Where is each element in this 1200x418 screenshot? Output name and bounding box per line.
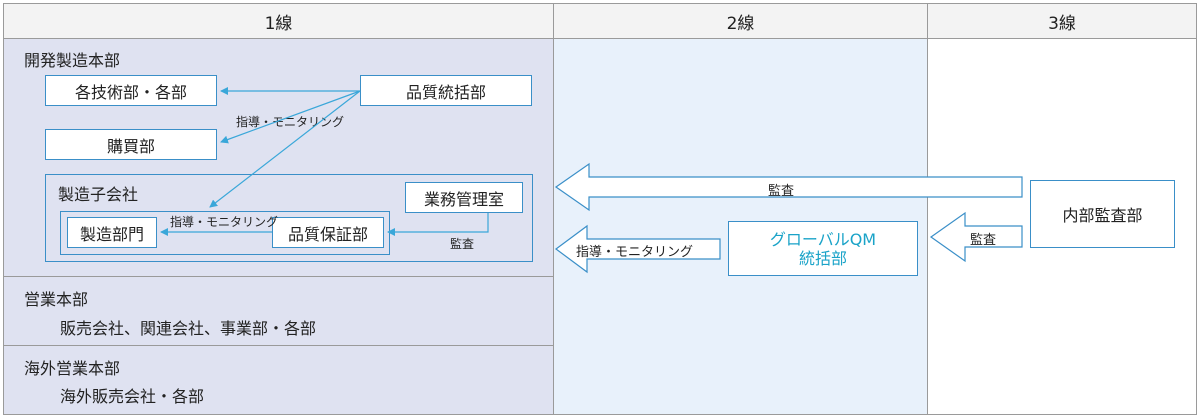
overseas-title: 海外営業本部 xyxy=(24,359,121,378)
audit-label-line3: 監査 xyxy=(970,233,997,248)
overseas-section xyxy=(3,345,554,415)
guide-arrow-qm-to-line1 xyxy=(554,224,721,274)
quality-dept-box: 品質統括部 xyxy=(360,75,532,106)
subsidiary-title: 製造子会社 xyxy=(58,185,139,204)
guide-label-line2: 指導・モニタリング xyxy=(576,245,694,260)
guide-label-sub: 指導・モニタリング xyxy=(170,215,279,229)
header-line1: 1線 xyxy=(3,3,554,39)
subsidiary-group xyxy=(45,174,533,262)
qa-dept-box: 品質保証部 xyxy=(272,217,384,248)
sales-text: 販売会社、関連会社、事業部・各部 xyxy=(60,319,317,338)
purchase-dept-box: 購買部 xyxy=(45,129,217,160)
manufacturing-box: 製造部門 xyxy=(67,217,157,248)
business-office-box: 業務管理室 xyxy=(405,182,523,213)
arrow-quality-to-subsidiary xyxy=(209,90,361,208)
global-qm-box: グローバルQM 統括部 xyxy=(728,221,918,276)
audit-label-sub: 監査 xyxy=(450,237,475,251)
audit-arrow-internal-to-line1 xyxy=(554,162,1023,212)
arrow-quality-to-purchase xyxy=(220,90,361,144)
overseas-text: 海外販売会社・各部 xyxy=(60,387,205,406)
sales-title: 営業本部 xyxy=(24,290,89,309)
tech-dept-box: 各技術部・各部 xyxy=(45,75,217,106)
audit-arrow-internal-to-qm xyxy=(929,211,1023,263)
guide-label-dev: 指導・モニタリング xyxy=(236,115,345,129)
arrow-business-to-qa xyxy=(387,213,489,236)
audit-label-line2: 監査 xyxy=(768,184,795,199)
dev-title: 開発製造本部 xyxy=(24,51,121,70)
internal-audit-box: 内部監査部 xyxy=(1030,180,1175,248)
header-line3: 3線 xyxy=(927,3,1197,39)
